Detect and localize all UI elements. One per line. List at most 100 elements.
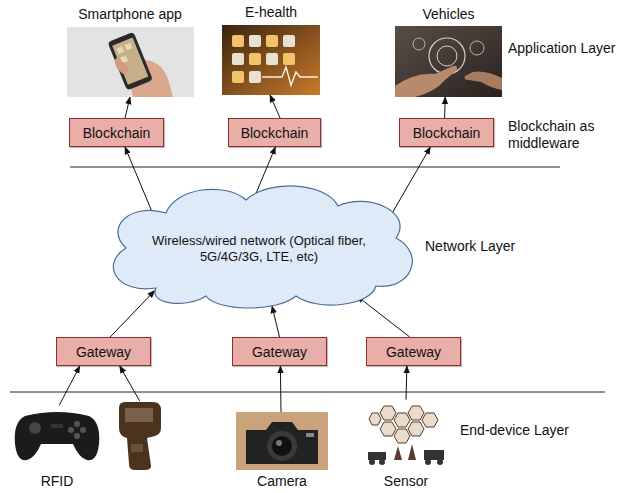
arrow-connector [110,291,155,337]
layer-label: End-device Layer [460,422,600,439]
illustration-part [364,400,448,470]
arrow-connector [59,366,80,405]
illustration-part [125,408,153,422]
gamepad-illustration [13,400,101,466]
arrow-connector [272,306,280,337]
illustration-part [283,53,295,65]
arrow-connector [444,97,446,118]
illustration-part [222,25,320,95]
cloud-text-holder: Wireless/wired network (Optical fiber, 5… [141,233,377,265]
illustration-part [236,412,328,470]
illustration-part [408,422,424,436]
arrow-connector [120,366,140,401]
box-label: Gateway [386,344,441,360]
arrow-connector [270,95,280,118]
illustration-part [112,38,148,85]
layer-label: Network Layer [425,238,535,255]
illustration-part [364,400,448,470]
illustration-part [249,71,261,83]
illustration-part [395,66,457,97]
illustration-part [394,413,410,427]
illustration-part [232,53,244,65]
device-picture: Camera [232,412,332,490]
illustration-part [306,433,314,437]
illustration-part [276,440,282,446]
box-label: Blockchain [241,125,309,141]
illustration-part [379,459,385,465]
illustration-part [67,27,194,97]
illustration-part [369,459,375,465]
illustration-part [51,424,63,428]
illustration-part [465,72,503,90]
illustration-part [29,422,41,434]
illustration-part [369,406,438,443]
illustration-part [380,422,396,436]
illustration-part [424,450,444,460]
sensor-illustration [364,400,448,470]
scanner-illustration [107,398,171,470]
illustration-part [262,67,318,85]
illustration-part [266,35,278,47]
illustration-part [408,406,424,420]
illustration-part [119,402,161,470]
illustration-part [116,46,124,54]
device-picture: Sensor [360,398,452,490]
arrow-connector [357,296,410,337]
arrow-connector [406,366,408,400]
layer-label: Application Layer [508,40,630,57]
blockchain-box: Blockchain [69,118,164,147]
illustration-part [249,53,261,65]
illustration-part [249,35,261,47]
gateway-box: Gateway [366,337,461,366]
cloud-shape [113,186,412,308]
illustration-part [395,26,502,97]
illustration-part [74,433,80,439]
illustration-part [425,459,431,465]
illustration-part [108,32,153,91]
illustration-part [67,27,194,97]
illustration-part [108,32,153,91]
device-picture: E-health [220,4,322,95]
illustration-part [380,406,396,420]
illustration-part [266,53,278,65]
arrow-connector [256,147,276,194]
box-label: Gateway [252,344,307,360]
illustration-part [125,43,133,51]
blockchain-box: Blockchain [228,118,321,147]
camera-illustration [236,412,328,470]
ehealth-illustration [222,25,320,95]
illustration-part [394,444,416,460]
device-picture: Smartphone app [58,6,202,97]
arrow-connector [280,366,282,412]
picture-caption: Camera [232,473,332,490]
gateway-box: Gateway [56,337,151,366]
illustration-part [283,35,295,47]
divider-line [70,167,560,168]
illustration-part [13,400,101,466]
arrow-connector [125,97,130,118]
illustration-part [437,459,443,465]
gateway-box: Gateway [232,337,327,366]
illustration-part [413,38,425,50]
illustration-part [80,427,86,433]
illustration-part [232,35,244,47]
illustration-part [236,412,328,470]
phone-illustration [67,27,194,97]
illustration-part [437,46,457,66]
layer-label: Blockchain as middleware [508,118,620,152]
illustration-part [115,58,129,75]
illustration-part [272,436,292,456]
illustration-part [131,444,143,452]
vehicles-illustration [395,26,502,97]
network-cloud: Wireless/wired network (Optical fiber, 5… [96,178,422,312]
blockchain-box: Blockchain [399,118,494,147]
illustration-part [368,452,386,460]
box-label: Blockchain [413,125,481,141]
illustration-part [267,431,297,461]
arrow-connector [125,147,155,218]
picture-caption: Smartphone app [58,6,202,23]
picture-caption: Sensor [360,473,452,490]
illustration-part [395,26,502,97]
